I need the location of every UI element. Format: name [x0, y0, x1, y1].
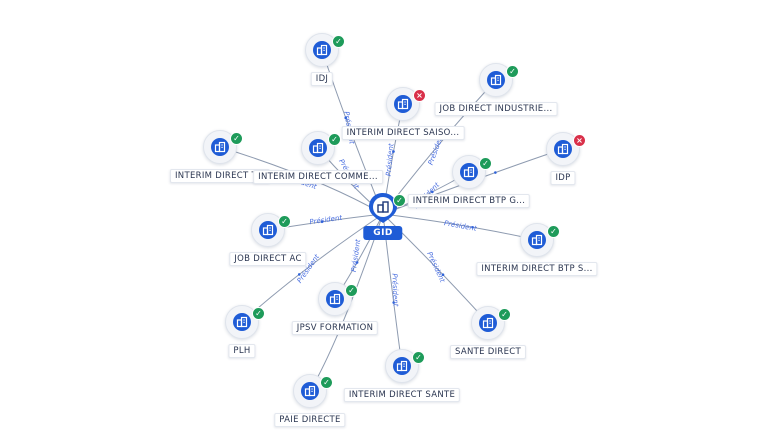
edge-arrow-plh [297, 273, 301, 276]
company-node-bubble[interactable] [203, 130, 237, 164]
edge-label-interim-direct-saiso: Président [385, 143, 396, 177]
building-icon [531, 234, 543, 246]
company-node-label[interactable]: INTERIM DIRECT BTP G... [407, 194, 531, 208]
edge-label-job-direct-ac: Président [309, 214, 343, 227]
status-ok-icon: ✓ [328, 133, 341, 146]
status-ok-icon: ✓ [332, 35, 345, 48]
company-node-label[interactable]: JOB DIRECT AC [229, 252, 307, 266]
status-ok-icon: ✓ [230, 132, 243, 145]
status-ok-icon: ✓ [393, 194, 406, 207]
status-ok-icon: ✓ [278, 215, 291, 228]
company-node-label[interactable]: PAIE DIRECTE [274, 413, 346, 427]
status-ok-icon: ✓ [479, 157, 492, 170]
edge-arrow-idp [494, 171, 497, 174]
building-icon [316, 44, 328, 56]
company-icon [460, 163, 478, 181]
building-icon [312, 142, 324, 154]
company-icon [233, 313, 251, 331]
building-icon [329, 293, 341, 305]
center-node-label[interactable]: GID [363, 226, 403, 240]
location-pin-icon [369, 193, 397, 223]
company-node-label[interactable]: INTERIM DIRECT BTP S... [476, 262, 598, 276]
company-icon [528, 231, 546, 249]
building-icon [377, 201, 389, 213]
status-closed-icon: × [413, 89, 426, 102]
edge-label-interim-direct-btp-s: Président [443, 219, 477, 233]
status-ok-icon: ✓ [252, 307, 265, 320]
building-icon [214, 141, 226, 153]
company-icon [487, 71, 505, 89]
edge-arrow-interim-direct-btp-g [430, 190, 434, 194]
edge-arrow-sante-direct [441, 273, 445, 276]
company-node-label[interactable]: IDP [550, 171, 576, 185]
company-node-label[interactable]: INTERIM DIRECT SANTE [343, 388, 461, 402]
status-ok-icon: ✓ [320, 376, 333, 389]
building-icon [262, 224, 274, 236]
company-node-label[interactable]: PLH [228, 344, 256, 358]
status-ok-icon: ✓ [547, 225, 560, 238]
building-icon [557, 143, 569, 155]
company-icon [259, 221, 277, 239]
status-ok-icon: ✓ [498, 308, 511, 321]
edge-arrow-interim-direct-btp-s [471, 226, 474, 229]
status-ok-icon: ✓ [506, 65, 519, 78]
status-closed-icon: × [573, 134, 586, 147]
company-icon [301, 382, 319, 400]
building-icon [236, 316, 248, 328]
company-node-label[interactable]: JOB DIRECT INDUSTRIE... [434, 102, 558, 116]
company-icon [394, 95, 412, 113]
building-icon [463, 166, 475, 178]
building-icon [397, 98, 409, 110]
company-node-label[interactable]: IDJ [310, 72, 334, 86]
company-node-bubble[interactable] [251, 213, 285, 247]
edge-arrow-interim-direct-saiso [392, 150, 395, 153]
building-icon [396, 360, 408, 372]
status-ok-icon: ✓ [412, 351, 425, 364]
company-icon [313, 41, 331, 59]
edge-arrow-idj [344, 116, 348, 120]
company-icon [309, 139, 327, 157]
company-node-label[interactable]: JPSV FORMATION [291, 321, 379, 335]
company-node-bubble[interactable] [479, 63, 513, 97]
company-node-bubble[interactable] [301, 131, 335, 165]
edge-label-interim-direct-sante: Président [390, 273, 399, 306]
company-icon [393, 357, 411, 375]
edge-arrow-job-direct-ac [320, 220, 324, 224]
building-icon [490, 74, 502, 86]
edge-arrow-interim-direct-sante [392, 301, 395, 304]
company-icon [479, 314, 497, 332]
building-icon [304, 385, 316, 397]
company-node-label[interactable]: INTERIM DIRECT SAISO... [341, 126, 465, 140]
company-icon [326, 290, 344, 308]
building-icon [482, 317, 494, 329]
company-icon [211, 138, 229, 156]
edge-label-sante-direct: Président [425, 251, 446, 284]
status-ok-icon: ✓ [345, 284, 358, 297]
company-icon [554, 140, 572, 158]
company-node-label[interactable]: SANTE DIRECT [449, 345, 527, 359]
company-node-bubble[interactable] [452, 155, 486, 189]
edge-arrow-jpsv-formation [355, 261, 359, 264]
company-node-label[interactable]: INTERIM DIRECT COMME... [253, 170, 383, 184]
